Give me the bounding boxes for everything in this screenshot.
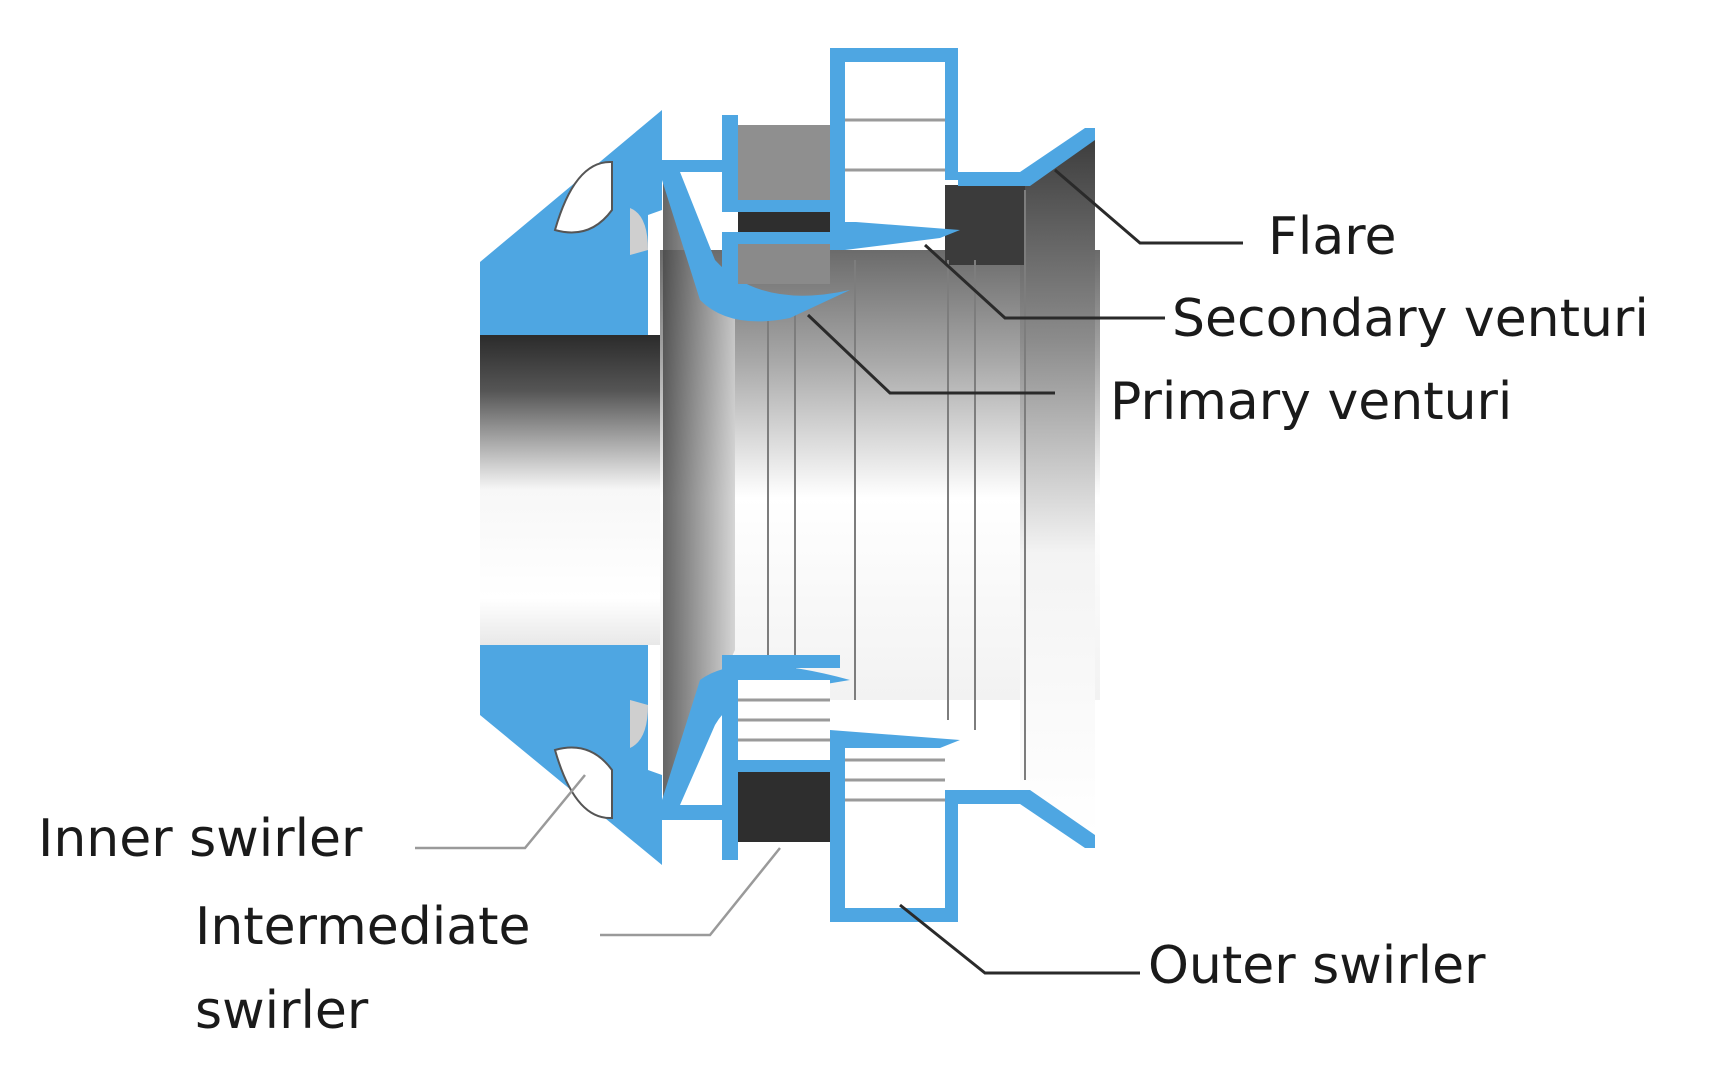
inner-swirler-hole-lower bbox=[553, 746, 613, 820]
flare-leader bbox=[1054, 168, 1243, 245]
label-inner-swirler: Inner swirler bbox=[38, 809, 363, 869]
inner-swirler-hole-mid-lower bbox=[630, 700, 648, 748]
label-primary-venturi: Primary venturi bbox=[1110, 372, 1513, 432]
inner-swirler-leader bbox=[415, 774, 586, 850]
primary-venturi-leader bbox=[806, 313, 1055, 395]
vane-slots bbox=[738, 62, 945, 908]
outer-swirler-frame-lower bbox=[830, 740, 958, 922]
inner-swirler-hole-upper bbox=[553, 160, 613, 234]
label-flare: Flare bbox=[1268, 207, 1397, 267]
intermediate-swirler-leader bbox=[600, 847, 781, 937]
label-secondary-venturi: Secondary venturi bbox=[1172, 289, 1649, 349]
secondary-venturi-upper bbox=[830, 220, 960, 250]
intermediate-swirler-frame-lower bbox=[722, 655, 840, 760]
intermediate-vane-upper-gray bbox=[738, 244, 830, 284]
label-intermediate-swirler-line1: Intermediate bbox=[195, 897, 531, 957]
inner-bore bbox=[480, 335, 660, 645]
inner-swirler-holes bbox=[553, 160, 648, 820]
label-intermediate-swirler-line2: swirler bbox=[195, 981, 369, 1041]
blue-walls bbox=[480, 48, 1095, 922]
intermediate-swirler-frame-upper-2 bbox=[722, 232, 830, 300]
groove-lines bbox=[767, 190, 1026, 780]
intermediate-swirler-frame-upper bbox=[722, 115, 840, 212]
primary-venturi-lower bbox=[662, 665, 850, 820]
intermediate-vane-lower-dark bbox=[738, 772, 830, 842]
primary-venturi-cone bbox=[663, 175, 735, 800]
interior-surfaces bbox=[480, 130, 1100, 835]
intermediate-vane-upper-top bbox=[738, 125, 830, 200]
intermediate-vane-upper-dark bbox=[738, 212, 830, 232]
flare-interior bbox=[1020, 130, 1095, 835]
intermediate-swirler-frame-lower-2 bbox=[722, 760, 830, 860]
secondary-venturi-leader bbox=[923, 243, 1165, 320]
outer-swirler-frame-upper bbox=[830, 48, 958, 232]
primary-venturi-upper bbox=[662, 160, 850, 322]
flare-lower bbox=[958, 790, 1095, 848]
inner-swirler-hole-mid-upper bbox=[630, 208, 648, 255]
outer-passage-dark bbox=[945, 185, 1025, 265]
outer-vane-slot-lower bbox=[845, 748, 945, 908]
leader-lines bbox=[415, 168, 1243, 975]
outer-vane-slot-upper bbox=[845, 62, 945, 222]
outer-swirler-leader bbox=[899, 903, 1140, 975]
flare-upper bbox=[958, 128, 1095, 186]
label-outer-swirler: Outer swirler bbox=[1148, 936, 1486, 996]
